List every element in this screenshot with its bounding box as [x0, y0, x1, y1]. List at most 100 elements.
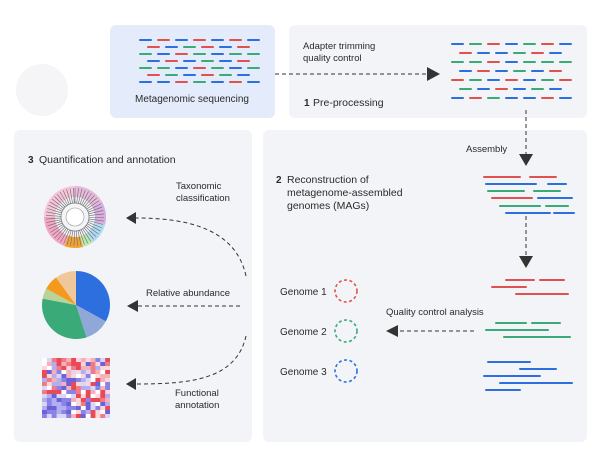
heatmap-cell	[85, 402, 91, 407]
heatmap-cell	[90, 378, 96, 383]
tree-branch	[54, 226, 66, 239]
tree-branch	[88, 220, 104, 225]
pie-slice	[56, 271, 76, 305]
heatmap-cell	[80, 390, 87, 395]
heatmap-cell	[42, 362, 48, 367]
heatmap-cell	[100, 414, 106, 418]
heatmap-cell	[95, 374, 101, 379]
heatmap-cell	[100, 406, 106, 411]
tree-branch	[56, 193, 67, 207]
heatmap-cell	[61, 394, 67, 399]
tree-branch	[79, 230, 85, 245]
heatmap-cell	[85, 362, 91, 367]
tree-branch	[51, 198, 65, 209]
tree-branch	[78, 188, 83, 204]
tree-branch	[63, 229, 70, 244]
tree-branch	[83, 227, 94, 240]
heatmap-cell	[95, 370, 101, 375]
tree-branch	[73, 230, 75, 246]
heatmap-cell	[56, 402, 62, 407]
heatmap-cell	[56, 382, 62, 387]
heatmap-cell	[42, 414, 48, 418]
heatmap-cell	[95, 382, 101, 387]
heatmap-cell	[61, 398, 67, 403]
heatmap-cell	[90, 402, 96, 407]
heatmap-cell	[90, 398, 96, 403]
arrowhead-abundance-icon	[127, 300, 138, 312]
heatmap-cell	[66, 386, 72, 391]
heatmap-cell	[71, 370, 77, 375]
heatmap-cell	[85, 374, 91, 379]
quantification-number: 3	[28, 155, 34, 166]
quantification-title: Quantification and annotation	[39, 154, 176, 166]
taxonomic-tree-icon	[44, 186, 106, 248]
tree-branch	[75, 230, 78, 246]
heatmap-cell	[61, 374, 67, 379]
heatmap-cell	[61, 386, 67, 391]
quality-control-label: quality control	[303, 53, 362, 64]
tree-branch	[84, 195, 95, 207]
heatmap-cell	[105, 406, 110, 411]
heatmap-cell	[105, 370, 110, 375]
reconstruction-panel	[263, 130, 587, 442]
arrow-to-taxonomy	[135, 217, 247, 277]
heatmap-cell	[100, 390, 106, 395]
heatmap-cell	[90, 374, 96, 379]
tree-branch	[52, 225, 65, 236]
tree-branch	[70, 230, 74, 246]
heatmap-cell	[95, 390, 101, 395]
heatmap-cell	[51, 370, 57, 375]
heatmap-cell	[42, 386, 48, 391]
heatmap-cell	[85, 386, 91, 391]
heatmap-cell	[56, 374, 62, 379]
tree-branch	[86, 200, 100, 210]
heatmap-cell	[42, 394, 48, 399]
heatmap-cell	[56, 406, 62, 411]
heatmap-cell	[56, 394, 62, 399]
heatmap-cell	[42, 402, 48, 407]
heatmap-cell	[66, 390, 72, 395]
heatmap-cell	[46, 394, 53, 399]
functional-heatmap-icon	[42, 358, 110, 418]
tree-branch	[59, 191, 69, 206]
arrowhead-assembly-icon	[519, 154, 533, 166]
genome-2-label: Genome 2	[280, 327, 327, 338]
heatmap-cell	[42, 378, 48, 383]
heatmap-cell	[76, 406, 82, 411]
heatmap-cell	[61, 366, 67, 371]
heatmap-cell	[100, 386, 106, 391]
heatmap-cell	[71, 358, 77, 363]
tree-branch	[62, 190, 70, 205]
heatmap-cell	[51, 358, 57, 363]
heatmap-cell	[42, 382, 48, 387]
heatmap-cell	[105, 414, 110, 418]
heatmap-cell	[76, 410, 82, 415]
tree-branch	[57, 228, 67, 241]
heatmap-cell	[100, 394, 106, 399]
heatmap-cell	[56, 414, 62, 418]
heatmap-cell	[76, 394, 82, 399]
heatmap-cell	[76, 414, 82, 418]
heatmap-cell	[61, 402, 67, 407]
heatmap-cell	[51, 366, 57, 371]
heatmap-cell	[51, 378, 57, 383]
functional-label-line1: Functional	[175, 388, 219, 399]
heatmap-cell	[76, 370, 82, 375]
taxonomic-label-line1: Taxonomic	[176, 181, 222, 192]
heatmap-cell	[76, 390, 82, 395]
heatmap-cell	[80, 394, 87, 399]
assembled-reads	[483, 176, 575, 214]
heatmap-cell	[46, 406, 53, 411]
heatmap-cell	[51, 410, 57, 415]
heatmap-cell	[85, 410, 91, 415]
heatmap-cell	[46, 374, 53, 379]
raw-reads-sequencing	[139, 39, 260, 83]
genome-1-label: Genome 1	[280, 287, 327, 298]
heatmap-cell	[76, 378, 82, 383]
tree-branch	[76, 188, 79, 204]
tree-branch	[88, 213, 104, 216]
heatmap-cell	[61, 358, 67, 363]
heatmap-cell	[85, 414, 91, 418]
heatmap-cell	[76, 358, 82, 363]
heatmap-cell	[105, 362, 110, 367]
